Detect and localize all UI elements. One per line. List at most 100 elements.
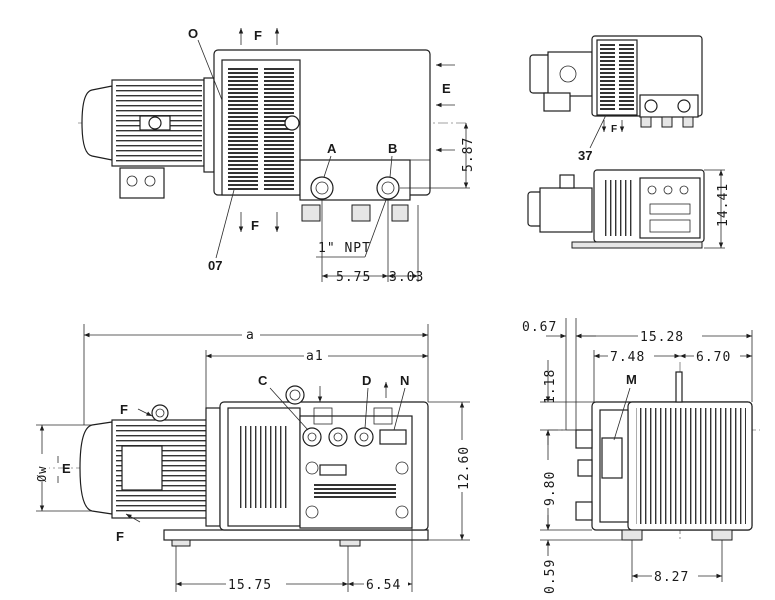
label-port-a: A	[327, 141, 337, 156]
top-motor-endcap	[79, 421, 113, 515]
top-flow-label-lower: F	[116, 529, 124, 544]
dim-5-75: 5.75	[336, 270, 371, 285]
callout-37: 37	[578, 148, 592, 163]
callout-d-leader	[364, 387, 369, 429]
end-foot-1	[621, 529, 643, 541]
dim-w-gap	[35, 454, 49, 482]
dim-a1: a1	[306, 349, 324, 364]
end-port-stub	[575, 429, 593, 449]
callout-c-leader	[269, 387, 309, 431]
variant-front-view: 14.41	[527, 169, 731, 249]
end-foot-2	[711, 529, 733, 541]
top-bolt-2	[395, 461, 409, 475]
side-flow-label-top: F	[254, 28, 262, 43]
v37-vent-left	[600, 44, 615, 112]
side-terminal-gland-1	[126, 175, 138, 187]
top-bolt-1	[305, 461, 319, 475]
vf-gauge-2	[663, 185, 673, 195]
v37-foot-3	[682, 116, 694, 128]
callout-o-leader	[197, 39, 223, 101]
vf-base	[571, 241, 703, 249]
end-lower-stub	[577, 459, 593, 477]
top-e-label: E	[62, 461, 71, 476]
dim-9-80-gap	[541, 460, 557, 508]
npt-label: 1" NPT	[318, 241, 371, 256]
npt-leader	[364, 199, 387, 258]
side-motor-flange	[203, 77, 215, 173]
v37-vent-right	[619, 44, 634, 112]
vf-lower-plate	[649, 219, 691, 233]
vf-gauge-3	[679, 185, 689, 195]
side-terminal-gland-2	[144, 175, 156, 187]
label-port-b: B	[388, 141, 397, 156]
top-base-foot-2	[339, 539, 361, 547]
top-plate	[319, 464, 347, 476]
leader-port-b	[389, 155, 393, 178]
dim-15-28: 15.28	[640, 330, 684, 345]
component-m	[601, 437, 623, 479]
callout-m-leader	[613, 387, 631, 441]
vf-motor	[539, 187, 593, 233]
dim-7-48: 7.48	[610, 350, 645, 365]
top-grille	[314, 484, 396, 498]
dim-6-54-gap	[364, 576, 408, 592]
v37-port-2	[677, 99, 691, 113]
dim-8-27: 8.27	[654, 570, 689, 585]
callout-c: C	[258, 373, 268, 388]
vf-label-plate	[649, 203, 691, 215]
end-drain-stub	[575, 501, 593, 521]
dim-a-gap	[242, 326, 260, 342]
v37-port-1	[644, 99, 658, 113]
vf-vent	[604, 180, 634, 236]
top-pump-eyebolt-hole	[289, 389, 301, 401]
dim-a1-gap	[304, 346, 328, 364]
top-flow-label-upper: F	[120, 402, 128, 417]
gauge-c-1-inner	[307, 432, 317, 442]
side-foot-1	[301, 204, 321, 222]
dim-15-75-gap	[226, 576, 286, 592]
gauge-d	[354, 427, 374, 447]
side-foot-2	[351, 204, 371, 222]
top-flow-arrow-upper	[137, 408, 153, 417]
top-base-plate	[163, 529, 429, 541]
dim-12-60-gap	[455, 440, 471, 492]
port-b-inner	[381, 181, 395, 195]
end-lift-rod	[675, 371, 683, 403]
v37-motor-badge	[559, 65, 577, 83]
end-view: M 0.67 15.28 7.48 6.70 1.18 9.80 0.59	[522, 318, 760, 594]
end-fins	[636, 408, 746, 524]
dim-12-60: 12.60	[457, 446, 472, 490]
side-terminal-box	[119, 167, 165, 199]
top-motor-eyebolt	[151, 404, 169, 422]
top-vent-fins	[238, 426, 288, 508]
v37-foot-1	[640, 116, 652, 128]
dim-6-70: 6.70	[696, 350, 731, 365]
dim-3-03: 3.03	[389, 270, 424, 285]
v37-terminal-box	[543, 92, 571, 112]
switch-n	[379, 429, 407, 445]
dim-6-70-gap	[694, 348, 740, 364]
leader-port-a	[323, 155, 332, 178]
side-motor-badge	[148, 116, 162, 130]
dim-5-87: 5.87	[461, 137, 476, 172]
side-e-label: E	[442, 81, 451, 96]
dim-a: a	[246, 328, 255, 343]
gauge-d-inner	[359, 432, 369, 442]
top-bolt-4	[395, 505, 409, 519]
top-flow-arrow-lower	[125, 513, 141, 523]
gauge-c-1	[302, 427, 322, 447]
gauge-c-2-inner	[333, 432, 343, 442]
gauge-c-2	[328, 427, 348, 447]
dim-0-67: 0.67	[522, 320, 557, 335]
vf-gauge-1	[647, 185, 657, 195]
side-vent-left	[228, 68, 258, 192]
dim-w: Øw	[35, 466, 49, 482]
dim-15-28-gap	[638, 327, 702, 343]
callout-n-leader	[393, 387, 406, 431]
dim-14-41: 14.41	[716, 183, 731, 227]
dim-15-75: 15.75	[228, 578, 272, 593]
v37-motor	[547, 51, 593, 97]
top-pump-eyebolt	[285, 385, 305, 405]
dim-0-59: 0.59	[543, 559, 558, 594]
top-motor-eyebolt-hole	[155, 408, 165, 418]
